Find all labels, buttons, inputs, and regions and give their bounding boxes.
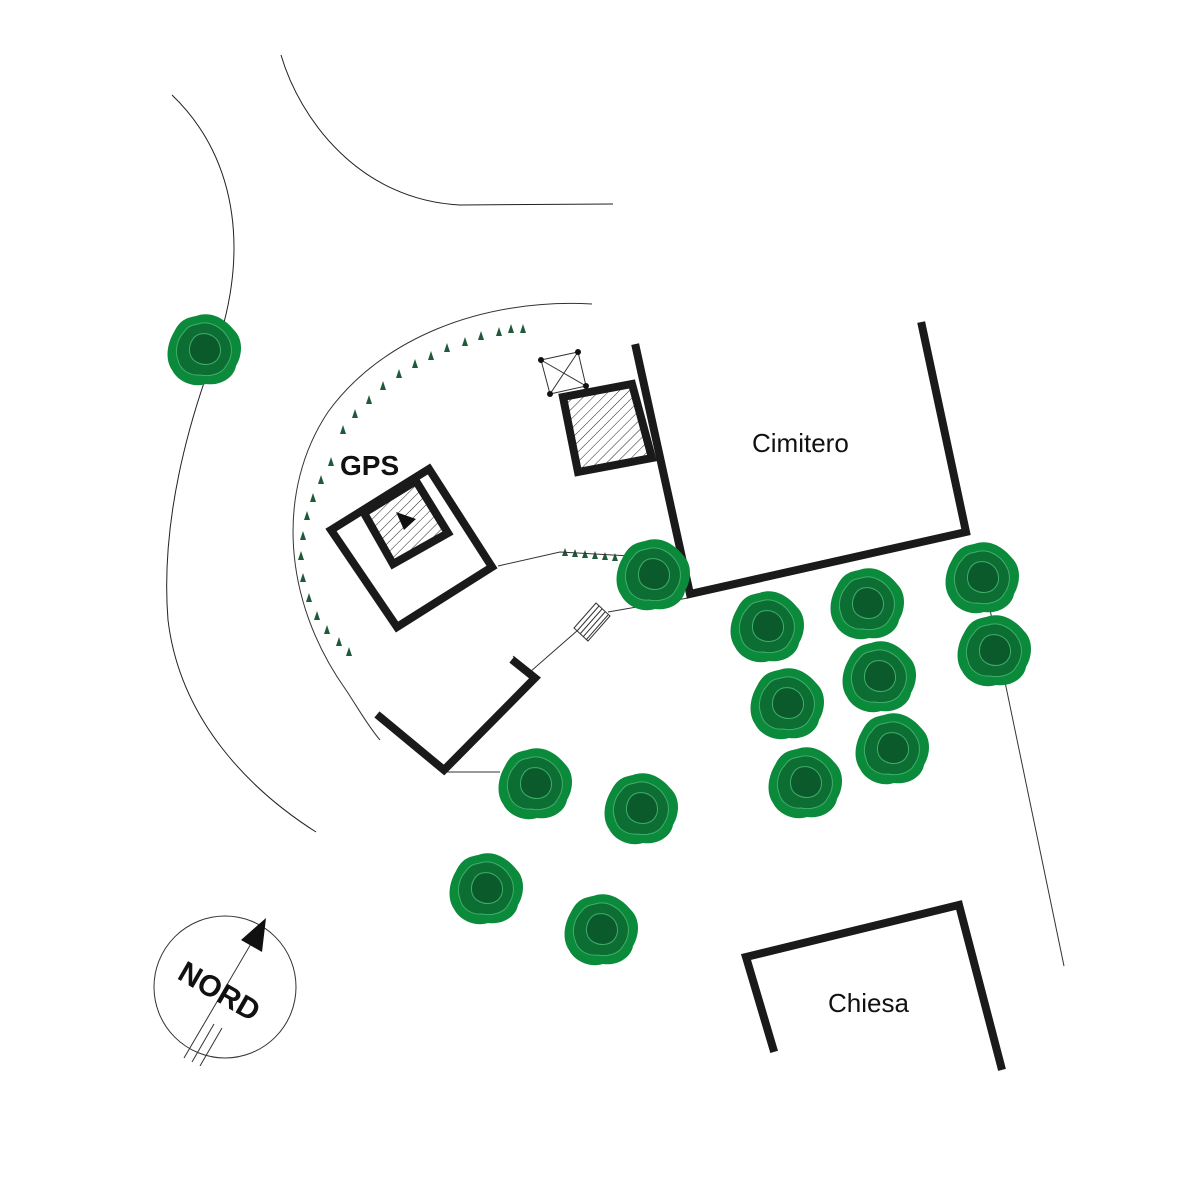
gps-station[interactable]: GPS (325, 450, 498, 633)
north-compass: NORD (153, 915, 297, 1067)
tree-canopy-icon (842, 640, 917, 713)
cimitero-label: Cimitero (752, 428, 849, 458)
tree-canopy-icon (604, 772, 679, 845)
tree-canopy-icon (855, 712, 930, 785)
cimitero-walls[interactable] (631, 321, 971, 599)
gps-label: GPS (340, 450, 399, 481)
embankment-curve (292, 302, 593, 741)
tree-canopy-icon (957, 614, 1032, 687)
tree-canopy-icon (730, 590, 805, 663)
tree-canopy-icon (945, 541, 1020, 614)
compass-circle (153, 915, 297, 1059)
lattice-antenna-icon (538, 349, 589, 397)
steps (573, 602, 611, 642)
tree-canopy-icon (564, 893, 639, 966)
triangle-marker-icon (396, 512, 416, 530)
north-arrow-icon (241, 918, 266, 952)
tree-canopy-icon (167, 313, 242, 386)
nord-label: NORD (173, 955, 266, 1028)
tree-canopy-icon (768, 746, 843, 819)
hatched-building[interactable] (558, 379, 657, 477)
chiesa-walls[interactable] (740, 900, 1006, 1071)
south-wall[interactable] (374, 656, 541, 776)
tree-canopy-icon (498, 747, 573, 820)
road-west-edge (166, 94, 317, 833)
vegetation-marks (298, 324, 628, 656)
tree-canopy-icon (830, 567, 905, 640)
tree-canopy-icon (449, 852, 524, 925)
path-gps-to-cimitero (497, 551, 631, 567)
tree-canopy-icon (750, 667, 825, 740)
road-north-edge (280, 54, 614, 206)
chiesa-label: Chiesa (828, 988, 909, 1018)
